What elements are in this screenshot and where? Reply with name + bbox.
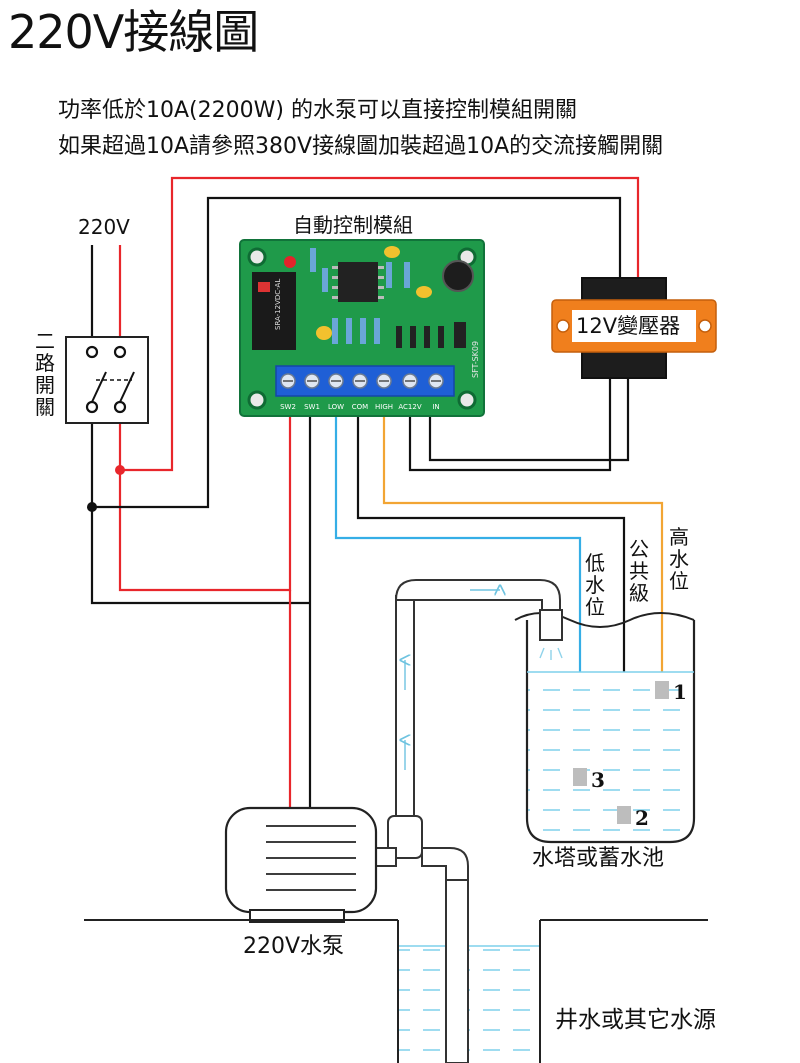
terminal-label-high: HIGH <box>375 403 393 411</box>
terminal-label-low: LOW <box>328 403 344 411</box>
svg-text:SRA-12VDC-AL: SRA-12VDC-AL <box>274 279 282 330</box>
terminal-label-sw1: SW1 <box>304 403 320 411</box>
terminal-label-sw2: SW2 <box>280 403 296 411</box>
low-level-wire <box>334 410 582 772</box>
common-label: 公共級 <box>629 537 649 605</box>
water-tank <box>514 612 696 844</box>
transformer <box>551 277 717 379</box>
probe-2-number: 2 <box>635 806 649 830</box>
water-source-label: 井水或其它水源 <box>555 1007 716 1033</box>
live-wire <box>118 176 640 592</box>
probe-2 <box>617 806 631 824</box>
ground-and-well <box>84 879 708 1063</box>
terminal-label-com: COM <box>352 403 368 411</box>
pump-label: 220V水泵 <box>243 934 345 959</box>
pump-power-wires <box>288 410 312 810</box>
live-junction <box>115 465 125 475</box>
neutral-junction <box>87 502 97 512</box>
tank-label: 水塔或蓄水池 <box>532 846 665 871</box>
low-level-label: 低水位 <box>585 551 605 619</box>
note-line-2: 如果超過10A請參照380V接線圖加裝超過10A的交流接觸開關 <box>58 134 664 159</box>
control-module-label: 自動控制模組 <box>293 213 413 237</box>
two-way-switch <box>65 336 149 424</box>
probe-1 <box>655 681 669 699</box>
page-title: 220V接線圖 <box>8 5 259 59</box>
transformer-label: 12V變壓器 <box>576 314 681 338</box>
high-level-wire <box>382 410 664 684</box>
svg-text:SFT-SK09: SFT-SK09 <box>471 341 480 378</box>
switch-label: 二路開關 <box>35 329 55 419</box>
water-drops <box>539 647 563 660</box>
probe-1-number: 1 <box>673 680 687 704</box>
terminal-label-ac12v: AC12V <box>398 403 421 411</box>
supply-voltage-label: 220V <box>78 215 130 239</box>
note-line-1: 功率低於10A(2200W) 的水泵可以直接控制模組開關 <box>58 98 577 123</box>
terminal-labels: SW2 SW1 LOW COM HIGH AC12V IN <box>280 403 440 411</box>
probe-3-number: 3 <box>591 768 605 792</box>
water-pump <box>224 806 378 923</box>
terminal-label-in: IN <box>432 403 439 411</box>
high-level-label: 高水位 <box>669 525 689 593</box>
probe-3 <box>573 768 587 786</box>
control-module-pcb: SRA-12VDC-AL SFT-SK09 <box>239 239 485 417</box>
